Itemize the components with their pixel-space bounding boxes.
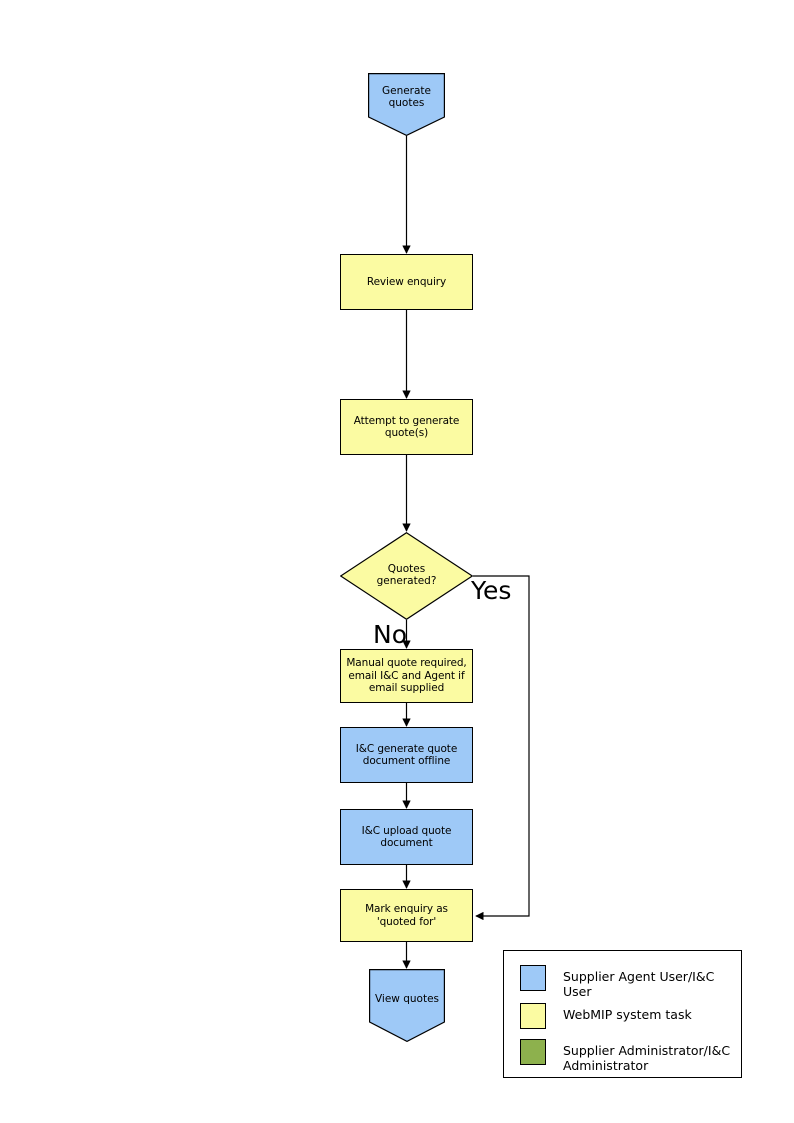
branch-label-yes: Yes bbox=[471, 576, 512, 605]
edge-yes-to-mark bbox=[473, 575, 530, 921]
node-label: Generate quotes bbox=[381, 85, 432, 109]
node-ic-generate-quote-offline[interactable]: I&C generate quote document offline bbox=[340, 727, 473, 783]
legend-label: Supplier Agent User/I&C User bbox=[563, 969, 715, 1000]
node-label: Attempt to generate quote(s) bbox=[353, 414, 460, 439]
node-label: Quotes generated? bbox=[376, 563, 437, 587]
node-label: I&C generate quote document offline bbox=[355, 742, 458, 767]
legend-swatch-green bbox=[520, 1039, 546, 1065]
legend: Supplier Agent User/I&C User WebMIP syst… bbox=[503, 950, 742, 1078]
node-label: View quotes bbox=[374, 993, 440, 1005]
node-label: I&C upload quote document bbox=[361, 824, 452, 849]
legend-label: Supplier Administrator/I&C Administrator bbox=[563, 1043, 731, 1074]
node-ic-upload-quote-document[interactable]: I&C upload quote document bbox=[340, 809, 473, 865]
legend-item-system: WebMIP system task bbox=[520, 1003, 692, 1029]
legend-swatch-yellow bbox=[520, 1003, 546, 1029]
node-mark-enquiry-quoted-for[interactable]: Mark enquiry as 'quoted for' bbox=[340, 889, 473, 942]
node-label: Mark enquiry as 'quoted for' bbox=[365, 903, 448, 928]
node-review-enquiry[interactable]: Review enquiry bbox=[340, 254, 473, 310]
legend-item-user: Supplier Agent User/I&C User bbox=[520, 965, 741, 1000]
legend-label: WebMIP system task bbox=[563, 1007, 692, 1022]
legend-item-administrator: Supplier Administrator/I&C Administrator bbox=[520, 1039, 730, 1074]
branch-label-no: No bbox=[373, 620, 407, 649]
node-attempt-generate-quotes[interactable]: Attempt to generate quote(s) bbox=[340, 399, 473, 455]
legend-swatch-blue bbox=[520, 965, 546, 991]
node-generate-quotes[interactable]: Generate quotes bbox=[368, 73, 445, 136]
node-label: Manual quote required, email I&C and Age… bbox=[346, 657, 467, 695]
node-manual-quote-required[interactable]: Manual quote required, email I&C and Age… bbox=[340, 649, 473, 703]
node-label: Review enquiry bbox=[366, 275, 447, 288]
node-quotes-generated-decision[interactable]: Quotes generated? bbox=[340, 532, 473, 620]
node-view-quotes[interactable]: View quotes bbox=[369, 969, 445, 1042]
